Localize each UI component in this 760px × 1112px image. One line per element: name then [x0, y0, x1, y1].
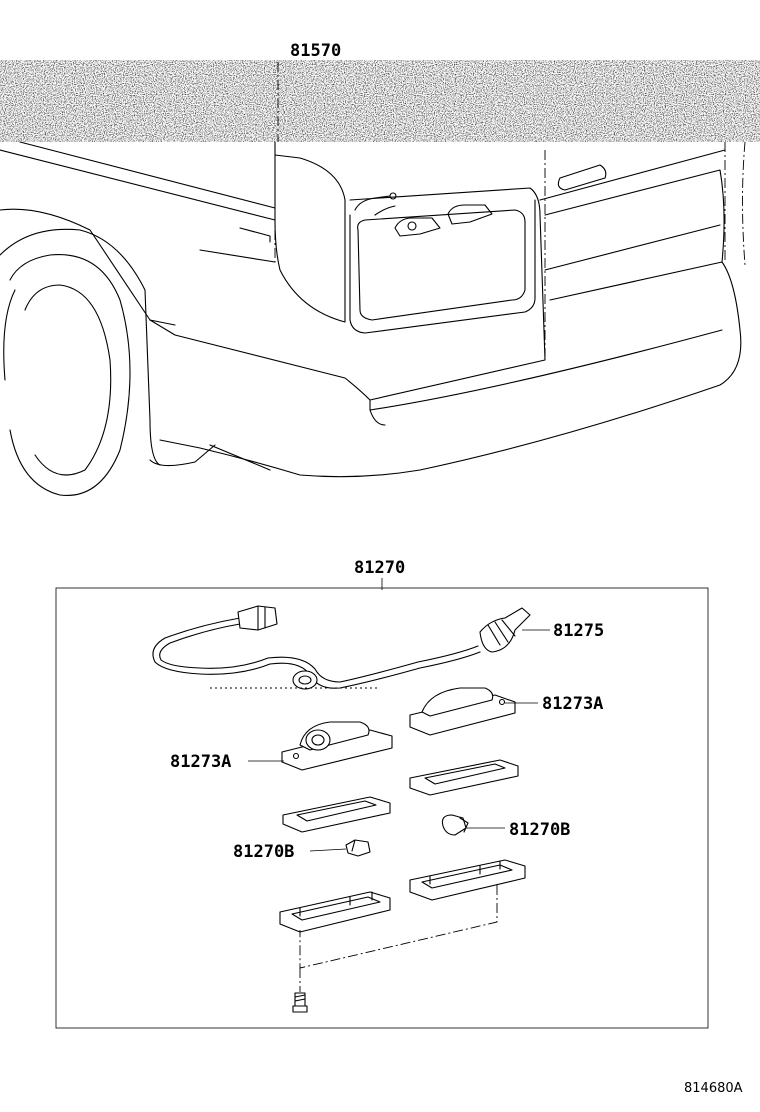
wire-harness: [152, 605, 531, 690]
figure-code: 814680A: [684, 1081, 743, 1096]
label-81270: 81270: [354, 558, 405, 578]
label-81570: 81570: [290, 41, 341, 61]
label-81270b-right: 81270B: [509, 820, 570, 840]
roof-stipple: [0, 60, 760, 142]
label-81270b-left: 81270B: [233, 842, 294, 862]
screw-leader: [299, 885, 498, 969]
leader-81270b-left: [309, 848, 347, 852]
gasket-right: [409, 759, 519, 796]
label-81275: 81275: [553, 621, 604, 641]
label-81273a-right: 81273A: [542, 694, 603, 714]
gasket-left: [282, 796, 391, 833]
lamp-lens-left: [281, 721, 393, 771]
screw: [292, 992, 308, 1013]
lamp-lens-right: [409, 687, 516, 736]
bulb-right: [441, 814, 469, 836]
bulb-left: [345, 839, 371, 857]
housing-left: [279, 891, 391, 933]
label-81273a-left: 81273A: [170, 752, 231, 772]
vehicle-rear-illustration: [0, 60, 760, 496]
housing-right: [409, 859, 526, 901]
assembly-frame: [55, 587, 709, 1029]
